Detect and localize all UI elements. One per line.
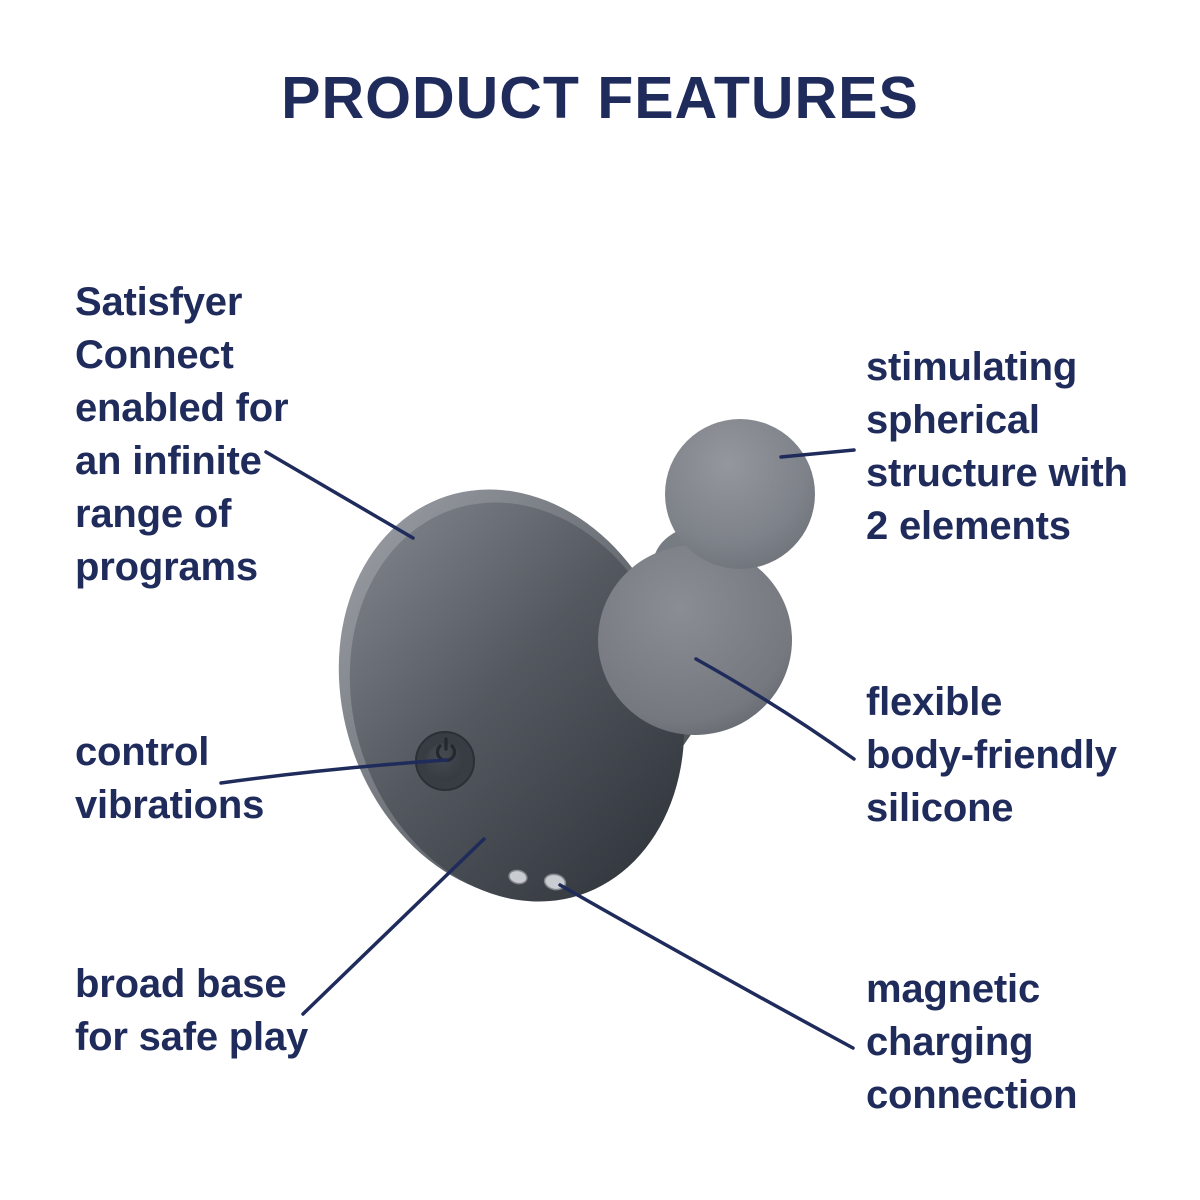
product-photo — [338, 419, 815, 902]
label-flexible-silicone: flexible body-friendly silicone — [866, 680, 1117, 830]
callout-line-broad-base — [301, 837, 486, 1016]
label-spherical-structure: stimulating spherical structure with 2 e… — [866, 345, 1128, 548]
callout-line-magnetic — [558, 883, 855, 1050]
label-control-vibrations: control vibrations — [75, 730, 265, 827]
product-base — [349, 502, 685, 902]
label-broad-base: broad base for safe play — [75, 962, 309, 1059]
callout-lines — [219, 448, 856, 1050]
product-sphere-lower — [598, 545, 792, 735]
callout-line-flexible — [694, 657, 856, 761]
callout-line-stimulating — [779, 448, 856, 459]
callout-line-control — [219, 758, 449, 785]
page-title: PRODUCT FEATURES — [281, 65, 919, 131]
label-satisfyer-connect: Satisfyer Connect enabled for an infinit… — [75, 280, 289, 589]
label-magnetic-charging: magnetic charging connection — [866, 967, 1078, 1117]
callout-line-connect — [264, 450, 415, 540]
product-sphere-upper — [665, 419, 815, 569]
